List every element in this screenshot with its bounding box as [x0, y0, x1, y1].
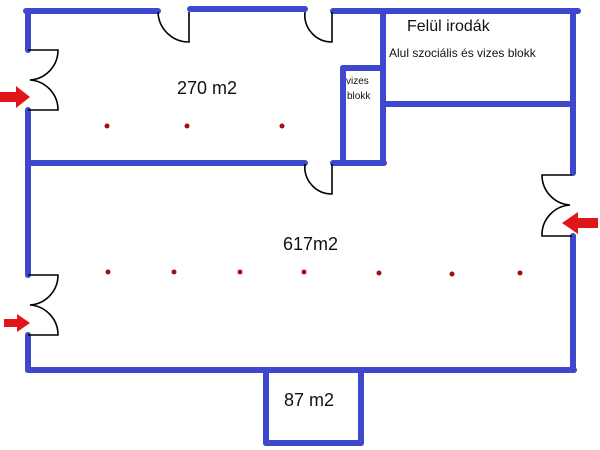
washroom-label-2: blokk: [347, 91, 371, 102]
column-dot: [105, 269, 111, 275]
column-dot: [171, 269, 177, 275]
walls: [23, 6, 581, 446]
column-dot: [301, 269, 307, 275]
washroom-label-1: vizes: [346, 76, 369, 87]
entrance-arrow-icon: [0, 86, 30, 108]
door-top-1: [157, 11, 190, 43]
column-dot: [449, 271, 455, 277]
door-divider: [304, 163, 333, 195]
annex-area: 87 m2: [284, 390, 335, 410]
doors: [28, 11, 572, 336]
column-dot: [104, 123, 110, 129]
column-dot: [237, 269, 243, 275]
double-door-left-bottom: [28, 274, 59, 336]
main-hall-area: 617m2: [283, 234, 339, 254]
column-dot: [517, 270, 523, 276]
entrance-arrow-icon: [4, 314, 30, 332]
double-door-right: [541, 174, 572, 237]
entrance-arrow-icon: [562, 212, 598, 234]
double-door-left-top: [28, 49, 59, 111]
entrance-arrows: [0, 86, 598, 332]
offices-title: Felül irodák: [407, 18, 490, 35]
offices-subtitle: Alul szociális és vizes blokk: [389, 46, 536, 60]
column-dot: [279, 123, 285, 129]
upper-hall-area: 270 m2: [177, 78, 238, 98]
column-dot: [184, 123, 190, 129]
column-dot: [376, 270, 382, 276]
door-top-2: [304, 11, 333, 43]
columns: [104, 123, 523, 277]
